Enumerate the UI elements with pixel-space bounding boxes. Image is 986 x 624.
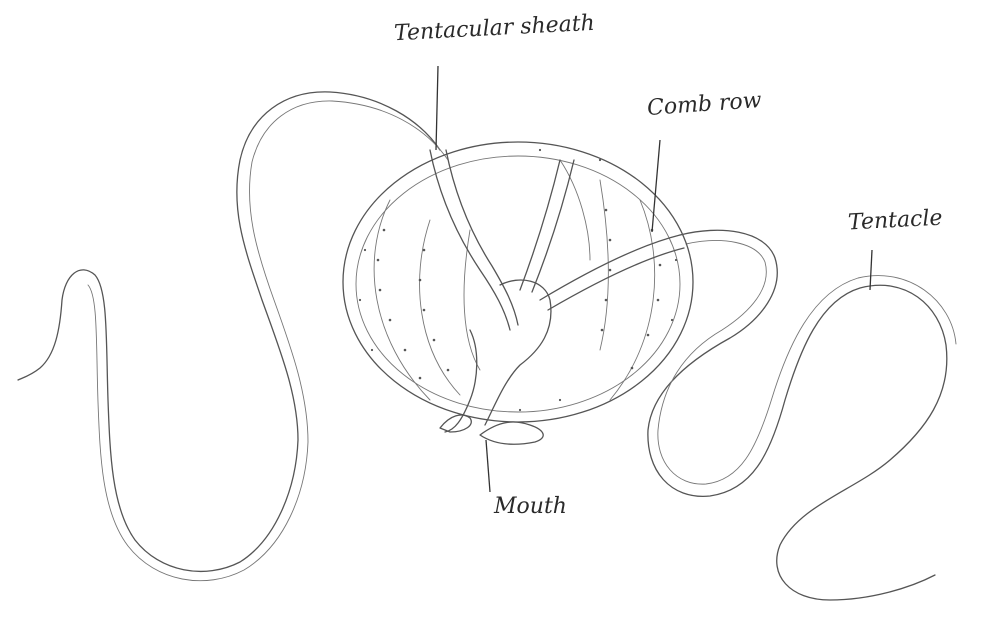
- left-tentacle: [18, 92, 440, 572]
- leader-comb-row: [652, 140, 660, 232]
- leader-tentacular-sheath: [436, 66, 438, 150]
- label-tentacle: Tentacle: [847, 206, 943, 236]
- leader-tentacle: [870, 250, 872, 290]
- pharynx: [485, 280, 551, 425]
- label-mouth: Mouth: [494, 494, 567, 519]
- body-outline: [343, 142, 693, 422]
- mouth-lobe: [480, 422, 543, 444]
- leader-mouth: [486, 440, 490, 492]
